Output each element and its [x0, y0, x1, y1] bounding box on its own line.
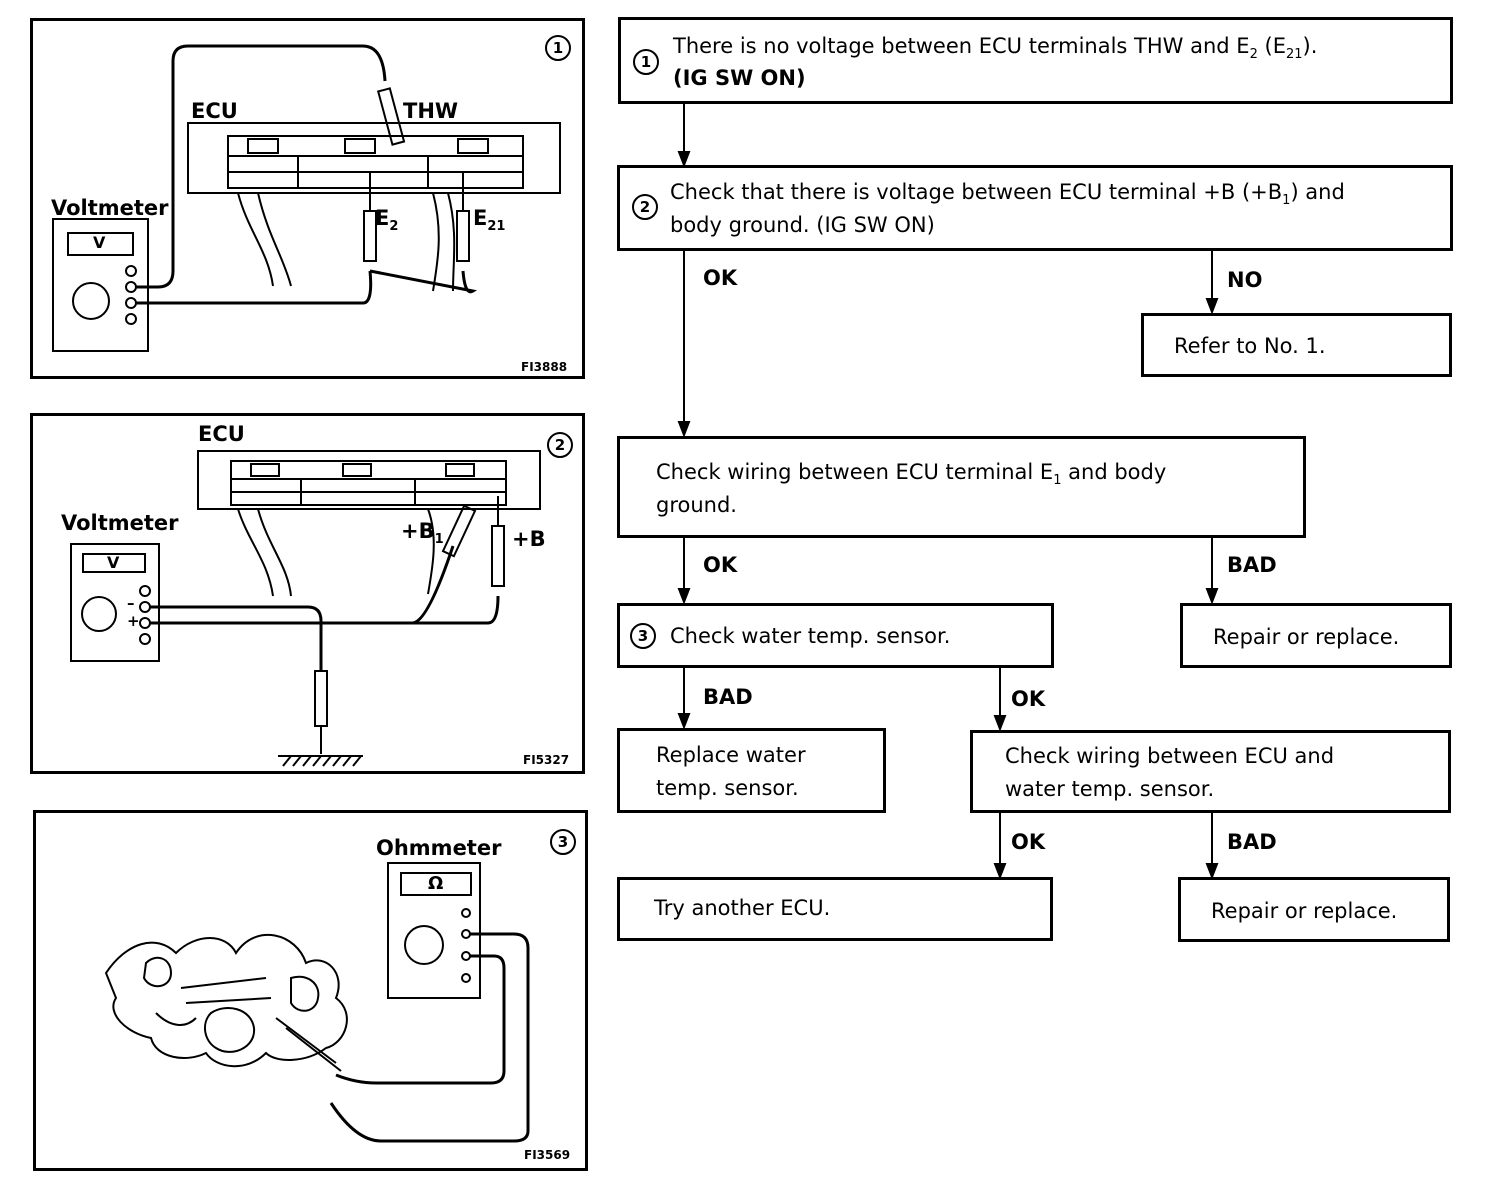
panel-2-drawing: [70, 450, 541, 767]
repair-box-1: Repair or replace.: [1180, 603, 1452, 668]
figure-code: FI5327: [523, 753, 570, 767]
label-b: +B: [512, 527, 546, 551]
probe-e21: [456, 210, 470, 262]
replace-sensor-box: Replace water temp. sensor.: [617, 728, 886, 813]
step-1-number: 1: [633, 49, 659, 75]
panel-1-drawing: [52, 44, 561, 352]
probe-ground: [314, 670, 328, 727]
wiring-sensor-line-1: Check wiring between ECU and: [1005, 744, 1335, 768]
wiring-sensor-box: Check wiring between ECU and water temp.…: [970, 730, 1451, 813]
panel-voltmeter-thw: 1 ECU THW Voltmeter V E2 E21 FI3888: [30, 18, 585, 379]
try-ecu-box: Try another ECU.: [617, 877, 1053, 941]
ecu-block: [187, 122, 561, 194]
replace-sensor-line-1: Replace water: [656, 743, 806, 767]
label-ecu: ECU: [198, 422, 245, 446]
figure-code: FI3888: [521, 360, 568, 374]
ohmmeter-unit: Ω: [428, 873, 444, 894]
try-ecu-text: Try another ECU.: [654, 896, 831, 920]
step-2-number: 2: [632, 194, 658, 220]
probe-thw: [376, 87, 406, 146]
label-e2: E2: [375, 206, 399, 235]
step-1-line-2: (IG SW ON): [673, 66, 806, 90]
step-2-line-1: Check that there is voltage between ECU …: [670, 180, 1345, 209]
step-2-box: 2 Check that there is voltage between EC…: [617, 165, 1453, 251]
step-3-number: 3: [630, 623, 656, 649]
wiring-e1-line-1: Check wiring between ECU terminal E1 and…: [656, 460, 1167, 489]
ecu-block: [197, 450, 541, 510]
refer-text: Refer to No. 1.: [1174, 334, 1326, 358]
wiring-sensor-line-2: water temp. sensor.: [1005, 777, 1215, 801]
figure-code: FI3569: [524, 1148, 571, 1162]
step-1-box: 1 There is no voltage between ECU termin…: [618, 17, 1453, 104]
step-3-text: Check water temp. sensor.: [670, 624, 951, 648]
edge-ok-step3: OK: [1011, 687, 1046, 711]
voltmeter-display: [67, 232, 134, 256]
engine-sketch: [104, 934, 348, 1072]
step-1-line-1: There is no voltage between ECU terminal…: [673, 34, 1318, 63]
label-voltmeter: Voltmeter: [61, 511, 179, 535]
probe-b: [491, 525, 505, 587]
label-ecu: ECU: [191, 99, 238, 123]
replace-sensor-line-2: temp. sensor.: [656, 776, 799, 800]
repair-box-2: Repair or replace.: [1178, 877, 1450, 942]
panel-ohmmeter: 3 Ohmmeter Ω FI3569: [33, 810, 588, 1171]
panel-3-drawing: [104, 862, 530, 1143]
ecu-connector: [227, 135, 524, 189]
refer-box: Refer to No. 1.: [1141, 313, 1452, 377]
edge-ok-wiring-e1: OK: [703, 553, 738, 577]
label-e21: E21: [473, 206, 506, 235]
voltmeter-display: [82, 553, 146, 573]
repair-text-1: Repair or replace.: [1213, 625, 1400, 649]
ecu-connector: [230, 460, 507, 506]
label-thw: THW: [403, 99, 459, 123]
label-minus: –: [127, 594, 135, 612]
panel-2-number: 2: [547, 432, 573, 458]
edge-bad-wiring-sensor: BAD: [1227, 830, 1277, 854]
ohmmeter-dial: [404, 925, 444, 965]
edge-no-step2: NO: [1227, 268, 1263, 292]
voltmeter-unit: V: [93, 233, 106, 252]
panel-3-number: 3: [550, 829, 576, 855]
label-ohmmeter: Ohmmeter: [376, 836, 502, 860]
ohmmeter-display: [400, 872, 472, 896]
voltmeter-body: [70, 543, 160, 662]
voltmeter-dial: [81, 596, 117, 632]
label-plus: +: [127, 612, 140, 630]
wiring-e1-box: Check wiring between ECU terminal E1 and…: [617, 436, 1306, 538]
edge-ok-wiring-sensor: OK: [1011, 830, 1046, 854]
edge-ok-step2: OK: [703, 266, 738, 290]
edge-bad-wiring-e1: BAD: [1227, 553, 1277, 577]
voltmeter-unit: V: [107, 553, 120, 572]
repair-text-2: Repair or replace.: [1211, 899, 1398, 923]
wiring-e1-line-2: ground.: [656, 493, 737, 517]
label-b1: +B1: [401, 519, 444, 548]
edge-bad-step3: BAD: [703, 685, 753, 709]
voltmeter-body: [52, 218, 149, 352]
voltmeter-dial: [72, 282, 110, 320]
probe-b1: [441, 504, 477, 558]
step-3-box: 3 Check water temp. sensor.: [617, 603, 1054, 668]
label-voltmeter: Voltmeter: [51, 196, 169, 220]
ohmmeter-body: [387, 862, 481, 999]
panel-voltmeter-b: 2 ECU Voltmeter V – + +B1 +B FI5327: [30, 413, 585, 774]
step-2-line-2: body ground. (IG SW ON): [670, 213, 935, 237]
panel-1-number: 1: [545, 35, 571, 61]
